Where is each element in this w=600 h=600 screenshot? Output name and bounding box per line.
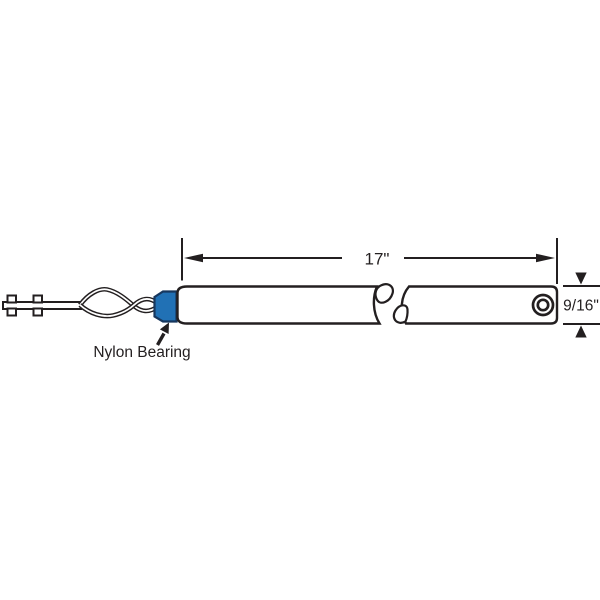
dim-arrow-down <box>575 272 587 285</box>
dim-arrow-up <box>575 325 587 338</box>
length-dimension-text: 17" <box>365 250 390 269</box>
diameter-dimension: 9/16" <box>563 272 600 338</box>
dim-arrow-left <box>184 253 203 263</box>
part-callout: Nylon Bearing <box>93 322 191 361</box>
callout-arrow-head <box>159 322 169 334</box>
break-leaf-right <box>392 304 409 324</box>
tilt-pins <box>6 294 43 317</box>
tube-right-segment <box>392 285 559 325</box>
diameter-dimension-text: 9/16" <box>563 298 599 315</box>
tube-left-segment <box>176 283 395 325</box>
dim-arrow-right <box>536 253 555 263</box>
part-callout-text: Nylon Bearing <box>93 344 190 361</box>
length-dimension: 17" <box>181 238 558 284</box>
callout-arrow-shaft <box>156 332 166 346</box>
nylon-bearing <box>153 290 178 323</box>
break-leaf-left <box>374 283 395 304</box>
spiral-rod <box>78 286 159 319</box>
end-rivet-circle <box>531 293 555 317</box>
